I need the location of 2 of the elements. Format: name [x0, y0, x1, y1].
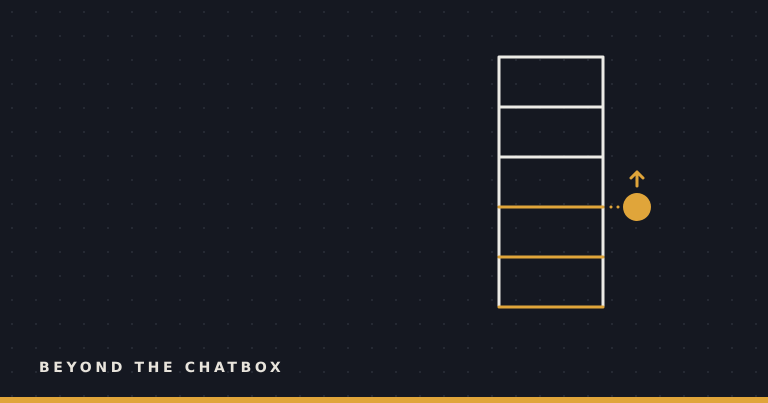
ladder-drawing	[497, 55, 605, 309]
footer-title: BEYOND THE CHATBOX	[39, 359, 284, 378]
